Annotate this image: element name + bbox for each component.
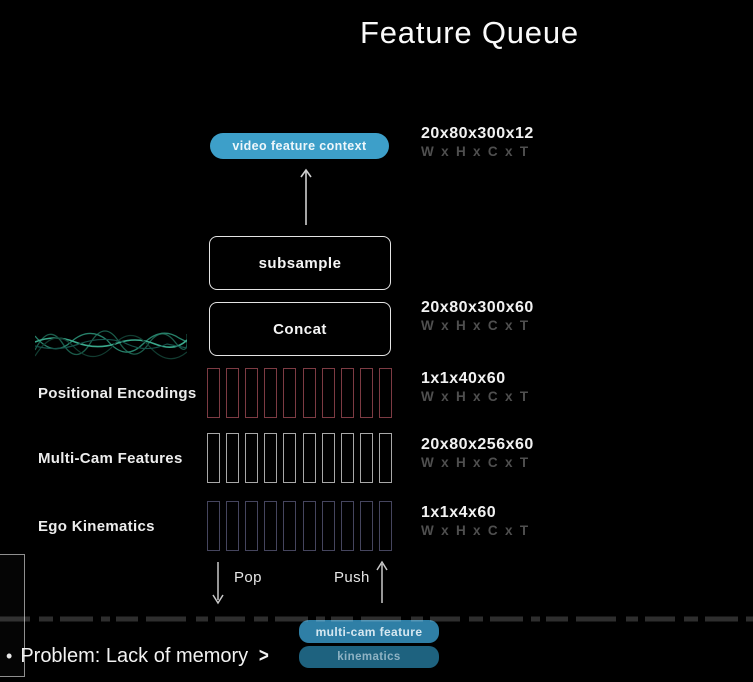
queue-slot	[283, 433, 297, 483]
multi-cam-feature-chip-label: multi-cam feature	[315, 624, 423, 639]
queue-slot	[207, 433, 220, 483]
ego-kinematics-dims: 1x1x4x60 W x H x C x T	[421, 504, 530, 540]
queue-slot	[226, 368, 240, 418]
footer-note: • Problem: Lack of memory >	[6, 645, 270, 668]
concat-dims: 20x80x300x60 W x H x C x T	[421, 299, 534, 335]
chevron-right-icon[interactable]: >	[259, 645, 269, 667]
queue-slot	[378, 368, 392, 418]
concat-node: Concat	[209, 302, 391, 356]
dims-value: 20x80x300x12	[421, 125, 534, 142]
queue-slot	[340, 501, 354, 551]
dims-value: 20x80x256x60	[421, 436, 534, 453]
row-label-multi-cam-features: Multi-Cam Features	[38, 450, 183, 467]
up-arrow-icon	[300, 168, 312, 225]
pop-label: Pop	[234, 569, 262, 586]
queue-slot	[264, 433, 278, 483]
queue-slot	[302, 368, 316, 418]
queue-slot	[359, 501, 373, 551]
video-feature-context-node: video feature context	[210, 133, 389, 159]
queue-slot	[321, 501, 335, 551]
kinematics-chip-label: kinematics	[337, 651, 401, 663]
dashed-timeline	[0, 616, 753, 622]
queue-slot	[264, 368, 278, 418]
queue-slot	[359, 368, 373, 418]
positional-encodings-dims: 1x1x40x60 W x H x C x T	[421, 370, 530, 406]
dims-legend: W x H x C x T	[421, 144, 530, 159]
queue-slot	[378, 433, 392, 483]
video-feature-context-label: video feature context	[232, 139, 367, 153]
pop-down-arrow-icon	[212, 562, 224, 605]
partial-frame	[0, 554, 25, 677]
queue-slot	[207, 368, 220, 418]
queue-slot	[245, 501, 259, 551]
dims-value: 1x1x40x60	[421, 370, 506, 387]
queue-slot	[245, 433, 259, 483]
row-label-ego-kinematics: Ego Kinematics	[38, 518, 155, 535]
queue-slot	[264, 501, 278, 551]
waveform-graphic	[35, 330, 187, 360]
kinematics-chip: kinematics	[299, 646, 439, 668]
queue-slot	[226, 501, 240, 551]
subsample-label: subsample	[258, 254, 342, 272]
queue-slot	[321, 368, 335, 418]
positional-encodings-queue	[207, 368, 392, 418]
multi-cam-features-queue	[207, 433, 392, 483]
dims-value: 20x80x300x60	[421, 299, 534, 316]
multi-cam-features-dims: 20x80x256x60 W x H x C x T	[421, 436, 534, 472]
queue-slot	[302, 501, 316, 551]
queue-slot	[283, 501, 297, 551]
push-label: Push	[334, 569, 370, 586]
queue-slot	[340, 368, 354, 418]
multi-cam-feature-chip: multi-cam feature	[299, 620, 439, 643]
queue-slot	[245, 368, 259, 418]
dims-legend: W x H x C x T	[421, 455, 530, 470]
page-title: Feature Queue	[360, 15, 579, 50]
queue-slot	[359, 433, 373, 483]
row-label-positional-encodings: Positional Encodings	[38, 385, 197, 402]
dims-legend: W x H x C x T	[421, 523, 530, 538]
video-feature-context-dims: 20x80x300x12 W x H x C x T	[421, 125, 534, 161]
queue-slot	[283, 368, 297, 418]
bullet-icon: •	[6, 646, 13, 666]
dims-legend: W x H x C x T	[421, 389, 530, 404]
push-up-arrow-icon	[376, 560, 388, 603]
dims-value: 1x1x4x60	[421, 504, 497, 521]
ego-kinematics-queue	[207, 501, 392, 551]
queue-slot	[302, 433, 316, 483]
subsample-node: subsample	[209, 236, 391, 290]
dims-legend: W x H x C x T	[421, 318, 530, 333]
queue-slot	[207, 501, 220, 551]
concat-label: Concat	[273, 320, 327, 338]
queue-slot	[378, 501, 392, 551]
problem-text: Problem: Lack of memory	[20, 645, 249, 667]
queue-slot	[340, 433, 354, 483]
queue-slot	[321, 433, 335, 483]
queue-slot	[226, 433, 240, 483]
